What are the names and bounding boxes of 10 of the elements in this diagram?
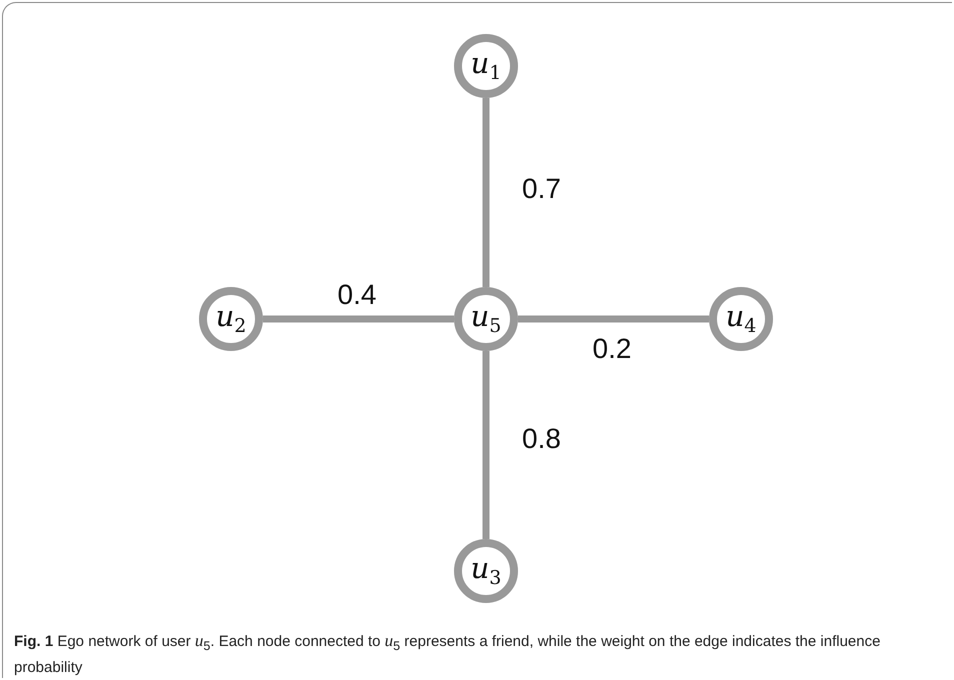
edge-line — [518, 316, 709, 322]
edge-line — [482, 351, 490, 539]
node-label: u$_{1}$ — [470, 49, 502, 83]
edge-line — [263, 316, 454, 322]
node-label: u$_{3}$ — [470, 554, 502, 588]
edge-line — [482, 98, 490, 287]
node-label: u$_{4}$ — [726, 302, 756, 336]
node-label: u$_{2}$ — [216, 302, 246, 336]
node-label: u$_{5}$ — [470, 302, 502, 336]
figure-caption: Fig. 1 Ego network of user u$_{5}$. Each node connected to u$_{5}$ represents a friend, while the weight on the edge indicates the influence probability — [14, 630, 882, 678]
